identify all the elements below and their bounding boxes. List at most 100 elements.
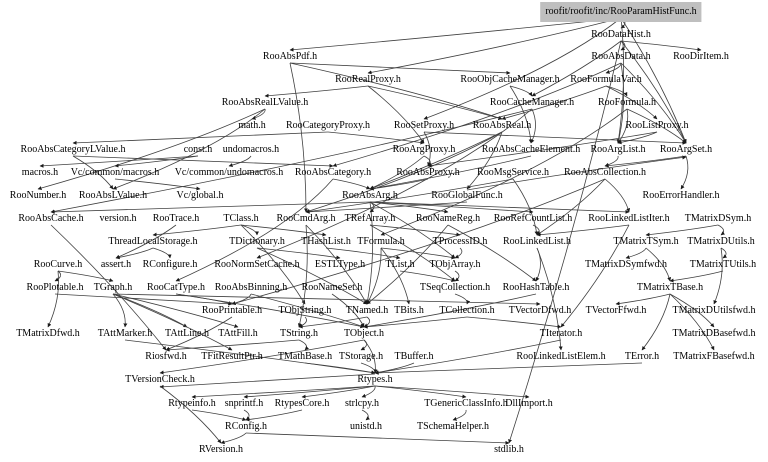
graph-node[interactable]: RooCategoryProxy.h xyxy=(285,120,371,131)
graph-node[interactable]: TClass.h xyxy=(223,213,259,224)
graph-node[interactable]: RooAbsCollection.h xyxy=(564,167,646,178)
graph-node[interactable]: RVersion.h xyxy=(199,444,243,455)
graph-node[interactable]: RooPrintable.h xyxy=(201,305,263,316)
graph-node[interactable]: DllImport.h xyxy=(505,398,553,409)
graph-node[interactable]: TSeqCollection.h xyxy=(419,282,491,293)
graph-node[interactable]: RooAbsReal.h xyxy=(472,120,532,131)
graph-node[interactable]: RooSetProxy.h xyxy=(393,120,455,131)
graph-node[interactable]: RooAbsBinning.h xyxy=(214,282,288,293)
graph-node[interactable]: TMatrixTUtils.h xyxy=(689,259,757,270)
graph-node[interactable]: TMatrixDSym.h xyxy=(684,213,752,224)
graph-node[interactable]: RooAbsRealLValue.h xyxy=(221,97,309,108)
graph-node[interactable]: RooAbsProxy.h xyxy=(396,167,460,178)
graph-node[interactable]: RooHashTable.h xyxy=(502,282,570,293)
graph-node[interactable]: TMatrixFBasefwd.h xyxy=(673,351,755,362)
graph-node[interactable]: ESTLType.h xyxy=(314,259,366,270)
graph-node[interactable]: TRefArray.h xyxy=(344,213,396,224)
graph-node[interactable]: TVersionCheck.h xyxy=(125,374,195,385)
graph-node[interactable]: TMatrixDBasefwd.h xyxy=(672,328,756,339)
graph-node[interactable]: TSchemaHelper.h xyxy=(417,421,489,432)
graph-node[interactable]: RConfig.h xyxy=(225,421,267,432)
graph-node[interactable]: TIterator.h xyxy=(539,328,583,339)
graph-node[interactable]: TGraph.h xyxy=(93,282,133,293)
graph-node[interactable]: RooFormula.h xyxy=(597,97,657,108)
graph-node[interactable]: TObjString.h xyxy=(278,305,332,316)
graph-node[interactable]: RooFormulaVar.h xyxy=(570,74,642,85)
graph-node[interactable]: TAttMarker.h xyxy=(97,328,153,339)
graph-node[interactable]: RooLinkedList.h xyxy=(502,236,572,247)
graph-node[interactable]: const.h xyxy=(183,144,213,155)
graph-node[interactable]: RooArgList.h xyxy=(590,144,646,155)
graph-node[interactable]: RooAbsCategoryLValue.h xyxy=(20,144,126,155)
graph-node[interactable]: macros.h xyxy=(21,167,59,178)
root-node[interactable]: roofit/roofit/inc/RooParamHistFunc.h xyxy=(540,2,702,22)
graph-node[interactable]: RooAbsLValue.h xyxy=(78,190,148,201)
graph-node[interactable]: RooAbsCache.h xyxy=(18,213,84,224)
graph-node[interactable]: RooRefCountList.h xyxy=(493,213,573,224)
graph-node[interactable]: RooLinkedListElem.h xyxy=(516,351,606,362)
graph-node[interactable]: TBuffer.h xyxy=(394,351,434,362)
graph-node[interactable]: Rtypes.h xyxy=(357,374,393,385)
graph-node[interactable]: TString.h xyxy=(279,328,319,339)
graph-node[interactable]: TCollection.h xyxy=(439,305,495,316)
graph-node[interactable]: RooLinkedListIter.h xyxy=(588,213,670,224)
graph-node[interactable]: RooDataHist.h xyxy=(591,29,651,40)
graph-node[interactable]: RooNumber.h xyxy=(9,190,67,201)
graph-node[interactable]: TList.h xyxy=(385,259,415,270)
graph-node[interactable]: strlcpy.h xyxy=(344,398,380,409)
graph-node[interactable]: TMatrixDUtilsfwd.h xyxy=(672,305,756,316)
graph-node[interactable]: RooTrace.h xyxy=(152,213,200,224)
graph-node[interactable]: TBits.h xyxy=(394,305,424,316)
graph-node[interactable]: RooMsgService.h xyxy=(477,167,549,178)
graph-node[interactable]: Vc/common/macros.h xyxy=(70,167,160,178)
graph-node[interactable]: TVectorDfwd.h xyxy=(508,305,572,316)
graph-node[interactable]: TAttLine.h xyxy=(165,328,209,339)
graph-node[interactable]: RtypesCore.h xyxy=(274,398,330,409)
graph-node[interactable]: assert.h xyxy=(100,259,132,270)
graph-node[interactable]: ThreadLocalStorage.h xyxy=(108,236,198,247)
graph-node[interactable]: TMatrixTSym.h xyxy=(613,236,679,247)
graph-node[interactable]: TVectorFfwd.h xyxy=(585,305,647,316)
graph-node[interactable]: RooAbsCacheElement.h xyxy=(481,144,581,155)
graph-node[interactable]: stdlib.h xyxy=(494,444,524,455)
graph-node[interactable]: TError.h xyxy=(624,351,660,362)
graph-node[interactable]: TNamed.h xyxy=(345,305,389,316)
graph-node[interactable]: version.h xyxy=(99,213,137,224)
graph-node[interactable]: RooNameReg.h xyxy=(415,213,481,224)
graph-node[interactable]: RooListProxy.h xyxy=(625,120,689,131)
graph-node[interactable]: TStorage.h xyxy=(338,351,384,362)
graph-node[interactable]: RooNormSetCache.h xyxy=(214,259,300,270)
graph-node[interactable]: RConfigure.h xyxy=(142,259,198,270)
graph-node[interactable]: THashList.h xyxy=(301,236,351,247)
graph-node[interactable]: TObject.h xyxy=(343,328,385,339)
graph-node[interactable]: Vc/common/undomacros.h xyxy=(174,167,284,178)
graph-node[interactable]: RooArgProxy.h xyxy=(392,144,456,155)
graph-node[interactable]: Riosfwd.h xyxy=(145,351,187,362)
graph-node[interactable]: undomacros.h xyxy=(222,144,280,155)
graph-node[interactable]: RooErrorHandler.h xyxy=(642,190,720,201)
graph-node[interactable]: TDictionary.h xyxy=(229,236,285,247)
graph-node[interactable]: snprintf.h xyxy=(224,398,264,409)
graph-node[interactable]: RooArgSet.h xyxy=(659,144,713,155)
graph-node[interactable]: unistd.h xyxy=(350,421,382,432)
graph-node[interactable]: RooDirItem.h xyxy=(673,51,729,62)
graph-node[interactable]: RooGlobalFunc.h xyxy=(431,190,503,201)
graph-node[interactable]: math.h xyxy=(238,120,266,131)
graph-node[interactable]: TMatrixDSymfwd.h xyxy=(585,259,667,270)
graph-node[interactable]: RooCurve.h xyxy=(33,259,83,270)
graph-node[interactable]: TAttFill.h xyxy=(218,328,258,339)
graph-node[interactable]: RooCacheManager.h xyxy=(489,97,575,108)
graph-node[interactable]: RooAbsArg.h xyxy=(342,190,398,201)
graph-node[interactable]: TGenericClassInfo.h xyxy=(424,398,508,409)
graph-node[interactable]: Vc/global.h xyxy=(176,190,224,201)
graph-node[interactable]: Rtypeinfo.h xyxy=(168,398,216,409)
graph-node[interactable]: RooCatType.h xyxy=(147,282,205,293)
graph-node[interactable]: TMatrixDUtils.h xyxy=(687,236,755,247)
graph-node[interactable]: RooAbsPdf.h xyxy=(262,51,318,62)
graph-node[interactable]: TProcessID.h xyxy=(432,236,488,247)
graph-node[interactable]: RooPlotable.h xyxy=(26,282,84,293)
graph-node[interactable]: TMatrixDfwd.h xyxy=(16,328,80,339)
graph-node[interactable]: RooRealProxy.h xyxy=(335,74,401,85)
graph-node[interactable]: RooCmdArg.h xyxy=(276,213,336,224)
graph-node[interactable]: RooNameSet.h xyxy=(301,282,363,293)
